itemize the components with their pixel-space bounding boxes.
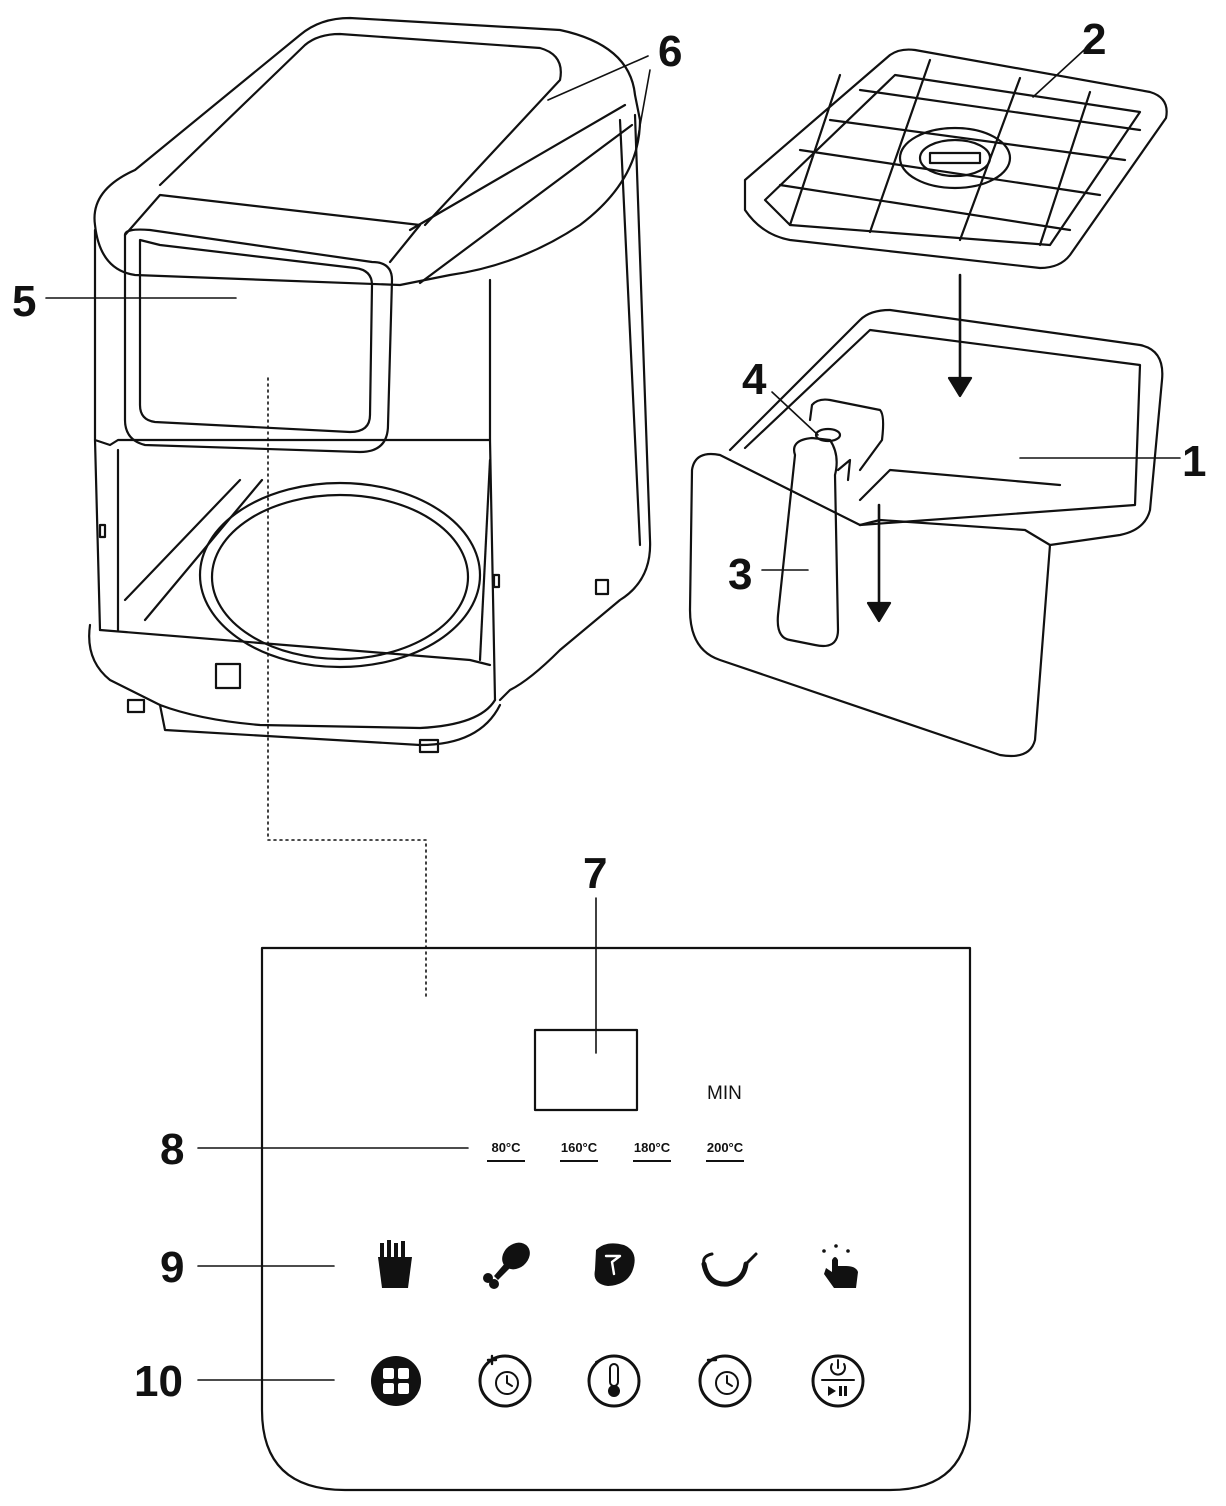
air-fryer-body (88, 16, 652, 754)
callout-3: 3 (728, 550, 753, 599)
fries-icon[interactable] (378, 1240, 412, 1288)
callout-8: 8 (160, 1125, 185, 1174)
timer-minus-icon[interactable] (698, 1354, 752, 1408)
temp-80[interactable]: 80°C (476, 1140, 536, 1162)
callout-7: 7 (583, 849, 608, 898)
menu-grid-icon[interactable] (371, 1356, 421, 1406)
drumstick-icon[interactable] (483, 1237, 535, 1289)
crisper-plate (743, 48, 1168, 270)
temp-160[interactable]: 160°C (549, 1140, 609, 1162)
arrow-basket-down (866, 503, 892, 623)
timer-plus-icon[interactable] (478, 1354, 532, 1408)
basket (688, 308, 1164, 758)
temp-200[interactable]: 200°C (695, 1140, 755, 1162)
callout-10: 10 (134, 1357, 183, 1406)
control-panel (260, 946, 972, 1492)
callout-1: 1 (1182, 437, 1207, 486)
display-screen (533, 1028, 639, 1112)
thermometer-icon[interactable] (587, 1354, 641, 1408)
steak-icon[interactable] (594, 1243, 635, 1286)
temp-180[interactable]: 180°C (622, 1140, 682, 1162)
touch-icon[interactable] (822, 1244, 858, 1288)
callout-6: 6 (658, 27, 683, 76)
callout-9: 9 (160, 1243, 185, 1292)
callout-2: 2 (1082, 15, 1107, 64)
callout-5: 5 (12, 277, 37, 326)
arrow-plate-to-basket (947, 273, 973, 398)
shrimp-icon[interactable] (701, 1252, 758, 1287)
dotted-connector (267, 377, 427, 1001)
min-label: MIN (707, 1083, 742, 1104)
power-play-pause-icon[interactable] (811, 1354, 865, 1408)
leader-lines (45, 39, 1181, 1381)
callout-4: 4 (742, 355, 767, 404)
